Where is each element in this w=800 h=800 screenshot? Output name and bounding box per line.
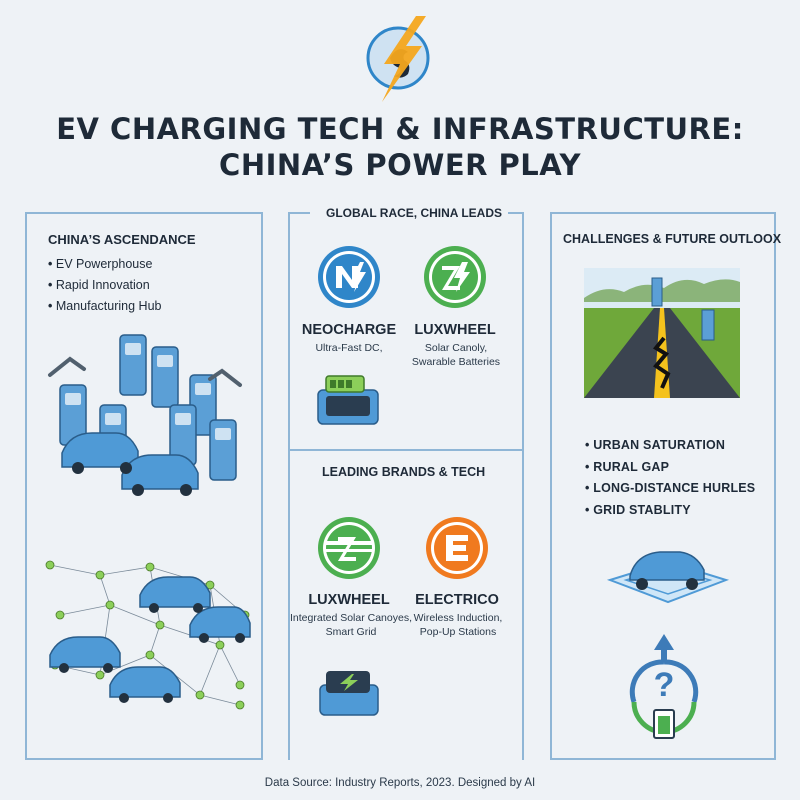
right-bullet: LONG-DISTANCE HURLES xyxy=(585,478,755,500)
page-title-line1: EV CHARGING TECH & INFRASTRUCTURE: xyxy=(56,112,744,146)
brand-name: LUXWHEEL xyxy=(308,592,390,608)
footer-source: Data Source: Industry Reports, 2023. Des… xyxy=(264,777,536,789)
brand-name: ELECTRICO xyxy=(415,592,499,608)
cracked-road-illustration xyxy=(584,268,740,398)
left-panel xyxy=(25,212,263,760)
center-top-heading: GLOBAL RACE, CHINA LEADS xyxy=(320,206,509,220)
dragon-bolt-logo-icon xyxy=(366,16,430,102)
right-bullet: RURAL GAP xyxy=(585,457,755,479)
center-panel xyxy=(288,212,524,760)
right-bullet-list: URBAN SATURATION RURAL GAP LONG-DISTANCE… xyxy=(585,435,755,521)
charging-factory-illustration xyxy=(48,334,242,496)
brand-name: LUXWHEEL xyxy=(414,322,496,338)
future-question-icon: ? xyxy=(629,634,699,739)
center-mid-heading: LEADING BRANDS & TECH xyxy=(322,465,486,479)
charging-network-illustration xyxy=(45,560,251,710)
luxwheel-logo-icon xyxy=(318,517,380,579)
brand-description: Ultra-Fast DC, xyxy=(315,342,383,354)
left-bullet-list: EV Powerphouse Rapid Innovation Manufact… xyxy=(48,254,162,317)
page-title-line2: CHINA’S POWER PLAY xyxy=(219,148,581,182)
right-bullet: GRID STABLITY xyxy=(585,500,755,522)
luxwheel-logo-icon xyxy=(424,246,486,308)
brand-description: Wireless Induction, Pop-Up Stations xyxy=(413,612,503,638)
electrico-logo-icon xyxy=(426,517,488,579)
wireless-charging-car-illustration xyxy=(606,551,730,604)
brand-description: Solar Canoly, Swarable Batteries xyxy=(411,342,501,368)
charging-pad-icon xyxy=(319,671,379,716)
neocharge-logo-icon xyxy=(318,246,380,308)
left-panel-heading: CHINA’S ASCENDANCE xyxy=(48,232,196,247)
right-panel-heading: CHALLENGES & FUTURE OUTLOOX xyxy=(563,232,782,246)
battery-swap-icon xyxy=(317,375,379,425)
svg-text:?: ? xyxy=(654,666,675,704)
left-bullet: Rapid Innovation xyxy=(48,275,161,296)
brand-name: NEOCHARGE xyxy=(301,322,397,338)
brand-description: Integrated Solar Canoyes, Smart Grid xyxy=(290,612,412,638)
right-panel xyxy=(550,212,776,760)
left-bullet: EV Powerphouse xyxy=(48,254,161,275)
left-bullet: Manufacturing Hub xyxy=(48,296,162,317)
right-bullet: URBAN SATURATION xyxy=(585,435,755,457)
